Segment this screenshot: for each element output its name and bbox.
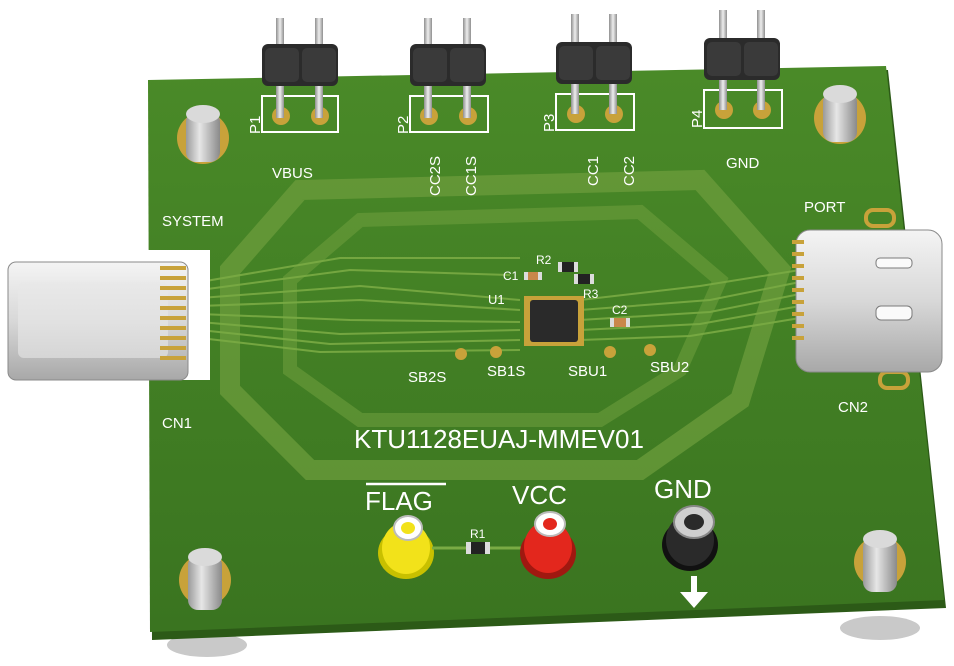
terminal-label-gnd: GND (654, 474, 712, 504)
header-pin-cc2s: CC2S (427, 156, 444, 196)
test-point-sbu1: SBU1 (568, 363, 607, 380)
header-ref-p4: P4 (689, 110, 706, 128)
ground-arrow-icon (680, 576, 708, 608)
pin-header-p4 (703, 10, 783, 129)
pin-header-p2 (409, 18, 489, 133)
usb-c-connector-cn1 (7, 250, 210, 381)
u1-ref: U1 (488, 292, 505, 307)
header-ref-p3: P3 (541, 114, 558, 132)
resistor-r2 (558, 262, 578, 272)
pin-header-p3 (555, 14, 635, 131)
terminal-label-vcc: VCC (512, 480, 567, 510)
cn1-ref: CN1 (162, 415, 192, 432)
r3-ref: R3 (583, 287, 599, 301)
bottom-standoffs (167, 616, 920, 657)
resistor-r3 (574, 274, 594, 284)
standoff-top-left (177, 105, 229, 164)
test-point-sbu2: SBU2 (650, 359, 689, 376)
pcb-board (148, 66, 946, 640)
cn1-label-system: SYSTEM (162, 213, 224, 230)
header-ref-p1: P1 (247, 116, 264, 134)
test-point-sb2s: SB2S (408, 369, 446, 386)
cn2-ref: CN2 (838, 399, 868, 416)
terminal-flag (378, 515, 434, 579)
c2-ref: C2 (612, 303, 628, 317)
test-point-pads (455, 344, 656, 360)
resistor-r1 (432, 542, 526, 554)
header-label-vbus: VBUS (272, 165, 313, 182)
standoff-top-right (814, 85, 866, 144)
capacitor-c2 (610, 318, 630, 327)
header-pin-cc2: CC2 (621, 156, 638, 186)
c1-ref: C1 (503, 269, 519, 283)
cn2-label-port: PORT (804, 199, 845, 216)
test-point-sb1s: SB1S (487, 363, 525, 380)
header-pin-cc1s: CC1S (463, 156, 480, 196)
terminal-label-flag: FLAG (365, 486, 433, 516)
standoff-bottom-right (854, 530, 906, 592)
capacitor-c1 (524, 272, 542, 280)
terminal-gnd (662, 505, 718, 571)
mounting-standoffs (177, 85, 906, 610)
header-label-gnd: GND (726, 155, 760, 172)
ic-u1 (524, 296, 584, 346)
terminal-vcc (520, 511, 576, 579)
usb-c-connector-cn2 (792, 208, 943, 390)
header-ref-p2: P2 (395, 116, 412, 134)
r2-ref: R2 (536, 253, 552, 267)
r1-ref: R1 (470, 527, 486, 541)
standoff-bottom-left (179, 548, 231, 610)
header-pin-cc1: CC1 (585, 156, 602, 186)
board-part-number: KTU1128EUAJ-MMEV01 (354, 424, 644, 454)
pin-header-p1 (261, 18, 339, 133)
